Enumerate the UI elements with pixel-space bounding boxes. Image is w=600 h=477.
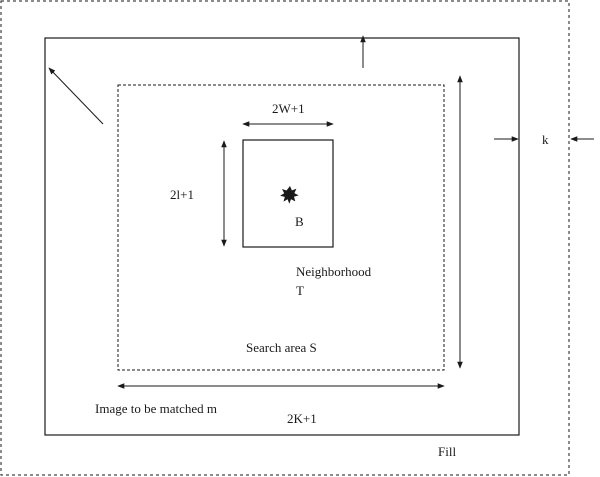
- label-point-b: B: [295, 214, 304, 229]
- label-neighborhood: Neighborhood: [296, 264, 372, 279]
- label-2k-plus-1: 2K+1: [287, 411, 317, 426]
- label-fill: Fill: [438, 444, 457, 459]
- label-2w-plus-1: 2W+1: [272, 101, 305, 116]
- label-k: k: [542, 132, 549, 147]
- image-to-match-rect: [44, 37, 520, 436]
- point-b-star-icon: [280, 186, 299, 204]
- search-area-rect: [117, 84, 445, 371]
- corner-arrow: [48, 67, 104, 125]
- neighborhood-rect: [242, 139, 334, 248]
- label-neighborhood-t: T: [296, 283, 304, 298]
- label-image-to-match: Image to be matched m: [95, 401, 218, 416]
- label-2l-plus-1: 2l+1: [170, 187, 194, 202]
- fill-border: [0, 0, 570, 476]
- label-search-area: Search area S: [246, 340, 317, 355]
